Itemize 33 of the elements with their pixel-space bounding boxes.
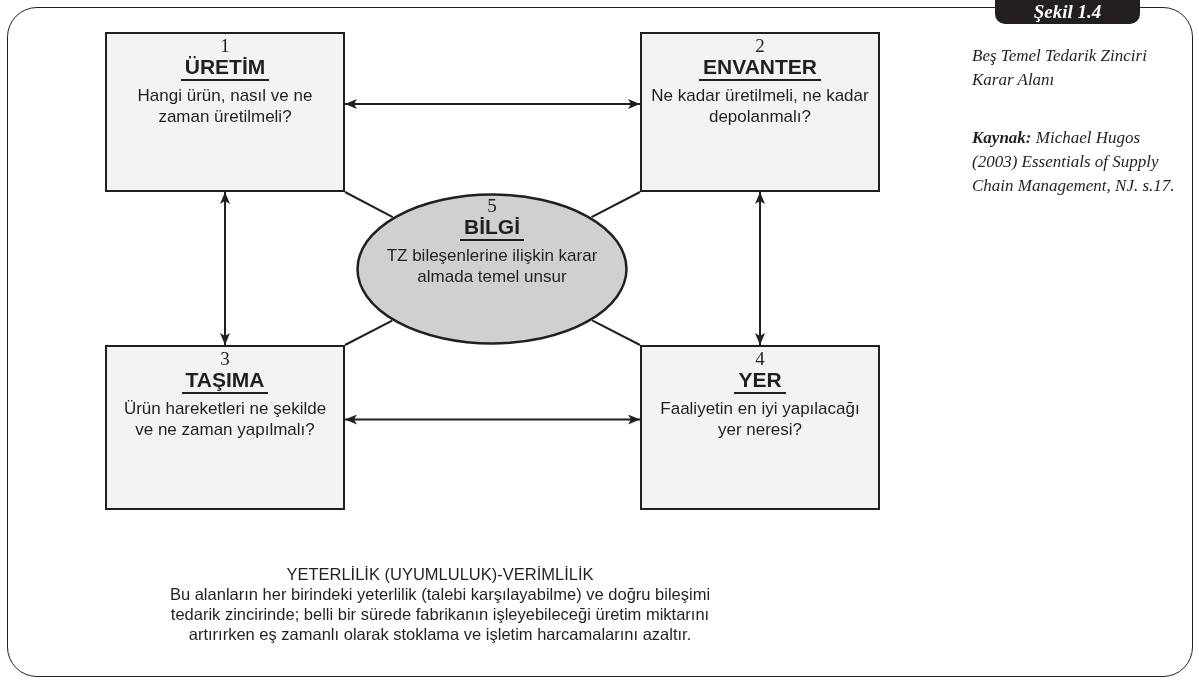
connector-line [590,191,641,219]
double-arrow [344,414,641,425]
figure-tag: Şekil 1.4 [995,0,1140,24]
area-title: YER [734,368,786,394]
source-note: Kaynak: Michael Hugos (2003) Essentials of Supply Chain Management, NJ. s.17. [972,127,1176,197]
area-title: ÜRETİM [180,55,270,81]
connector-line [344,319,394,346]
figure-caption: Beş Temel Tedarik Zinciri Karar Alanı [972,45,1148,91]
area-question: Hangi ürün, nasıl ve ne zaman üretilmeli? [136,85,314,127]
area-number: 5 [487,197,497,215]
area-number: 1 [220,37,230,55]
area-title: TAŞIMA [181,368,269,394]
area-title: BİLGİ [460,215,524,241]
area-question: Faaliyetin en iyi yapılacağı yer neresi? [659,398,861,440]
area-number: 3 [220,350,230,368]
area-number: 4 [755,350,765,368]
connector-line [344,191,394,219]
area-question: Ne kadar üretilmeli, ne kadar depolanmalı? [650,85,870,127]
connector-line [591,319,641,346]
info-ellipse [356,193,628,345]
bottom-heading: YETERLİLİK (UYUMLULUK)-VERİMLİLİK [286,564,594,584]
area-question: Ürün hareketleri ne şekilde ve ne zaman yapılmalı? [122,398,328,440]
area-number: 2 [755,37,765,55]
double-arrow [220,191,230,346]
decision-area-box [640,345,880,510]
double-arrow [344,99,641,109]
area-question: TZ bileşenlerine ilişkin karar almada temel unsur [386,245,598,287]
decision-area-box [105,32,345,192]
decision-area-box [105,345,345,510]
double-arrow [755,191,765,346]
bottom-paragraph: Bu alanların her birindeki yeterlilik (talebi karşılayabilme) ve doğru bileşimi tedarik zincirinde; belli bir sürede fabrikanın işleyebileceği üretim miktarını artırırken eş zamanlı olarak stoklama ve işletim harcamalarını azaltır. [168,584,712,644]
area-title: ENVANTER [699,55,821,81]
decision-area-box [640,32,880,192]
